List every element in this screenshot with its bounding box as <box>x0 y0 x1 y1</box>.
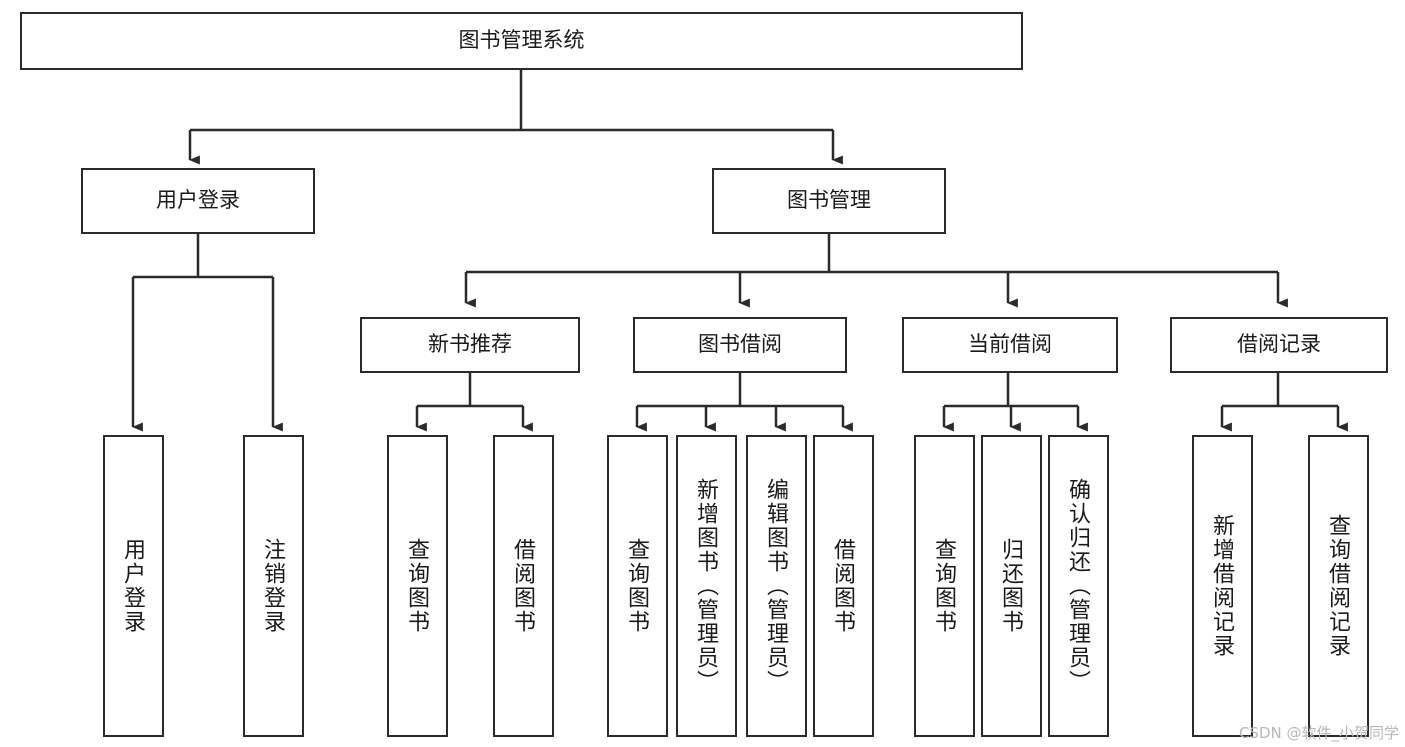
leaf-label: 确认归还（管理员） <box>1066 478 1092 694</box>
leaf-recommend-borrow-book[interactable]: 借阅图书 <box>493 435 554 737</box>
leaf-record-add-record[interactable]: 新增借阅记录 <box>1192 435 1253 737</box>
node-current-borrow[interactable]: 当前借阅 <box>902 317 1118 373</box>
leaf-current-return-book[interactable]: 归还图书 <box>981 435 1042 737</box>
leaf-borrow-add-book-admin[interactable]: 新增图书（管理员） <box>676 435 737 737</box>
node-book-borrow[interactable]: 图书借阅 <box>633 317 847 373</box>
leaf-label: 归还图书 <box>999 538 1025 634</box>
node-new-book-recommend[interactable]: 新书推荐 <box>360 317 580 373</box>
leaf-borrow-query-book[interactable]: 查询图书 <box>607 435 668 737</box>
leaf-record-query-record[interactable]: 查询借阅记录 <box>1308 435 1369 737</box>
leaf-label: 注销登录 <box>261 538 287 634</box>
leaf-label: 查询借阅记录 <box>1326 514 1352 658</box>
leaf-user-login-login[interactable]: 用户登录 <box>103 435 164 737</box>
leaf-label: 新增图书（管理员） <box>694 478 720 694</box>
leaf-label: 编辑图书（管理员） <box>764 478 790 694</box>
leaf-current-query-book[interactable]: 查询图书 <box>914 435 975 737</box>
node-root-label: 图书管理系统 <box>458 28 585 52</box>
node-book-management-label: 图书管理 <box>787 188 871 212</box>
leaf-label: 查询图书 <box>932 538 958 634</box>
node-root[interactable]: 图书管理系统 <box>20 12 1023 70</box>
leaf-label: 借阅图书 <box>831 538 857 634</box>
node-current-borrow-label: 当前借阅 <box>968 332 1052 356</box>
node-borrow-record-label: 借阅记录 <box>1237 332 1321 356</box>
leaf-label: 查询图书 <box>625 538 651 634</box>
leaf-current-confirm-return-admin[interactable]: 确认归还（管理员） <box>1048 435 1109 737</box>
csdn-watermark: CSDN @软件_小贺同学 <box>1238 724 1399 742</box>
leaf-label: 新增借阅记录 <box>1210 514 1236 658</box>
leaf-borrow-edit-book-admin[interactable]: 编辑图书（管理员） <box>746 435 807 737</box>
leaf-label: 用户登录 <box>121 538 147 634</box>
node-book-management[interactable]: 图书管理 <box>712 168 946 234</box>
leaf-label: 借阅图书 <box>511 538 537 634</box>
node-new-book-recommend-label: 新书推荐 <box>428 332 512 356</box>
node-user-login-label: 用户登录 <box>156 188 240 212</box>
leaf-label: 查询图书 <box>405 538 431 634</box>
node-borrow-record[interactable]: 借阅记录 <box>1170 317 1388 373</box>
node-book-borrow-label: 图书借阅 <box>698 332 782 356</box>
leaf-user-login-logout[interactable]: 注销登录 <box>243 435 304 737</box>
node-user-login[interactable]: 用户登录 <box>81 168 315 234</box>
leaf-recommend-query-book[interactable]: 查询图书 <box>387 435 448 737</box>
leaf-borrow-borrow-book[interactable]: 借阅图书 <box>813 435 874 737</box>
